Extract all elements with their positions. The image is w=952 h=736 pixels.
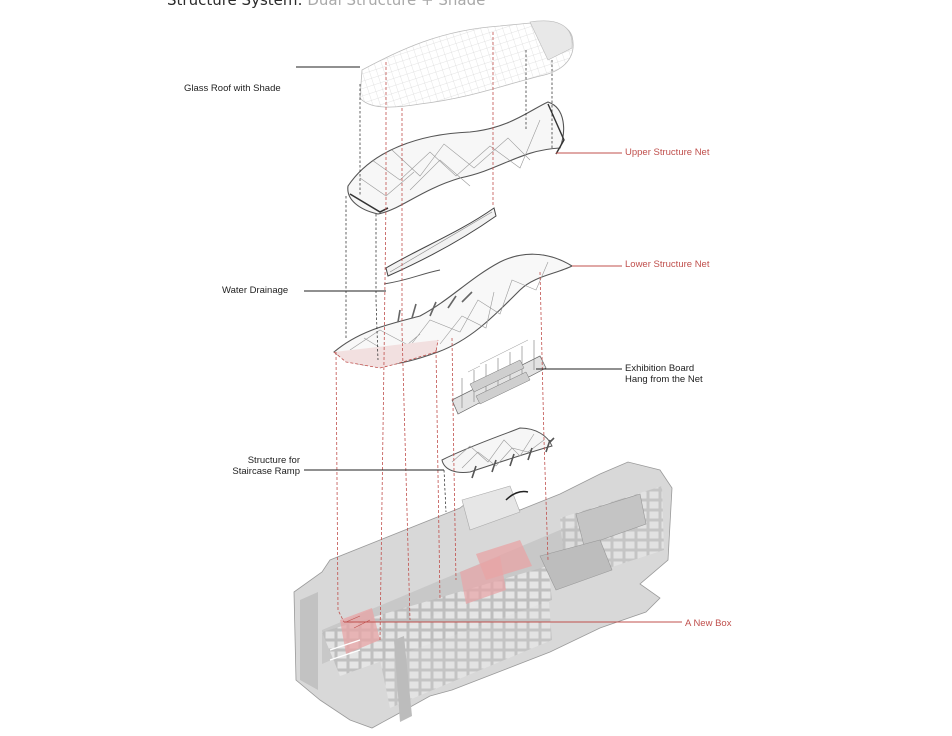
water-drainage-layer xyxy=(384,208,496,284)
label-staircase-ramp-line-1: Structure for xyxy=(222,455,300,466)
label-exhibition-board-line-1: Exhibition Board xyxy=(625,363,703,374)
label-lower-structure-net: Lower Structure Net xyxy=(625,259,709,270)
label-new-box: A New Box xyxy=(685,618,731,629)
label-exhibition-board-line-2: Hang from the Net xyxy=(625,374,703,385)
lower-structure-net xyxy=(334,254,572,368)
label-upper-structure-net: Upper Structure Net xyxy=(625,147,709,158)
glass-roof-layer xyxy=(360,21,573,107)
label-exhibition-board: Exhibition Board Hang from the Net xyxy=(625,363,703,385)
label-staircase-ramp-line-2: Staircase Ramp xyxy=(222,466,300,477)
label-water-drainage: Water Drainage xyxy=(222,285,288,296)
upper-structure-net xyxy=(348,102,564,214)
label-staircase-ramp: Structure for Staircase Ramp xyxy=(222,455,300,477)
existing-building xyxy=(294,462,672,728)
exhibition-boards xyxy=(452,340,546,414)
label-glass-roof: Glass Roof with Shade xyxy=(184,83,281,94)
staircase-ramp-structure xyxy=(442,428,554,478)
